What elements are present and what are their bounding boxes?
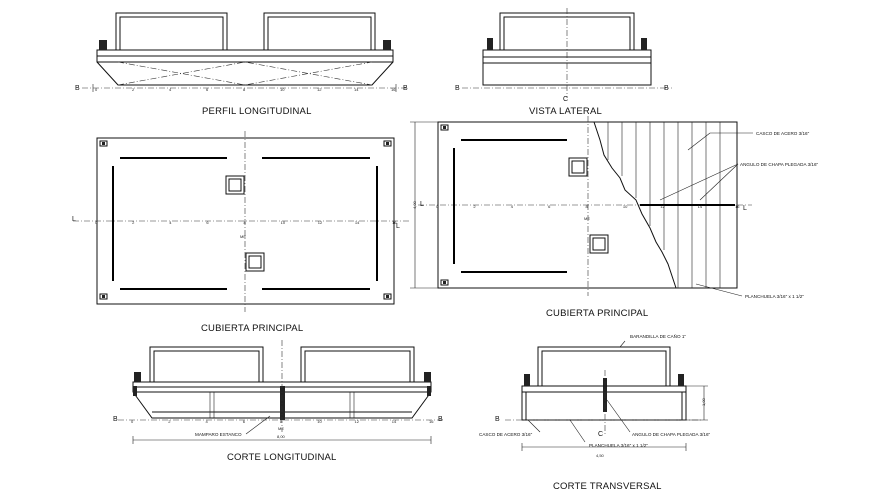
frame-number: 8 [586,204,589,209]
title-cubierta-principal-right: CUBIERTA PRINCIPAL [546,308,648,319]
axis-c-label-cub-left: L [72,216,76,223]
frame-number: 10 [623,204,628,209]
me-label-corte-long: ME [278,426,284,431]
frame-number: 0 [95,87,98,92]
frame-number: 10 [317,419,322,424]
frame-number: 0 [436,204,439,209]
axis-b-label-vista: B [455,85,460,92]
callout-angulo-chapa-bottom: ANGULO DE CHAPA PLEGADA 3/16" [632,432,711,437]
callout-casco-acero-bottom: CASCO DE ACERO 3/16" [479,432,533,437]
title-cubierta-principal-left: CUBIERTA PRINCIPAL [201,323,303,334]
axis-b-label-vista-right: B [664,85,669,92]
frame-number: 12 [317,87,322,92]
axis-b-label-perfil: B [75,85,80,92]
axis-c-label-cub-right-end: L [743,205,747,212]
axis-c-label-cub-right: L [420,201,424,208]
frame-number: 0 [131,419,134,424]
frame-number: 14 [354,87,359,92]
frame-number: 14 [355,220,360,225]
frame-number: 16 [392,220,397,225]
frame-number: 2 [168,419,171,424]
frame-number: 12 [318,220,323,225]
frame-number: 8 [243,87,246,92]
axis-b-label-corte-long: B [113,416,118,423]
frame-number: 2 [473,204,476,209]
callout-mamparo-estanco: MAMPARO ESTANCO [195,432,242,437]
callout-angulo-chapa-top: ANGULO DE CHAPA PLEGADA 3/16" [740,162,819,167]
axis-c-label-corte-trans: C [598,431,603,438]
title-perfil-longitudinal: PERFIL LONGITUDINAL [202,106,312,117]
callout-casco-acero-top: CASCO DE ACERO 3/16" [756,131,810,136]
cubierta-principal-right-view: 4,00 L L ME CASCO DE ACERO 3/16" ANGULO … [410,116,819,319]
me-label-cub-left: ME [240,234,246,239]
perfil-longitudinal-view: B B PERFIL LONGITUDINAL [75,12,408,117]
callout-planchuela-top: PLANCHUELA 3/16" x 1 1/2" [745,294,804,299]
axis-b-label-perfil-right: B [403,85,408,92]
frame-number: 12 [660,204,665,209]
frame-number: 8 [244,220,247,225]
frame-number: 6 [206,87,209,92]
cubierta-principal-left-view: L L ME CUBIERTA PRINCIPAL [72,131,410,334]
frame-number: 14 [698,204,703,209]
dimension-width-main: 4,00 [412,200,417,209]
callout-planchuela-bottom: PLANCHUELA 3/16" x 1 1/2" [589,443,648,448]
axis-b-label-corte-long-right: B [438,416,443,423]
axis-b-label-corte-trans: B [495,416,500,423]
frame-number: 6 [206,220,209,225]
me-label-cub-right: ME [584,216,590,221]
axis-c-label-cub-left-right: L [396,223,400,230]
frame-number: 2 [132,87,135,92]
frame-number: 8 [280,419,283,424]
axis-c-label-vista: C [563,96,568,103]
frame-number: 10 [280,87,285,92]
frame-number: 4 [169,220,172,225]
frame-number: 4 [206,419,209,424]
frame-number: 16 [391,87,396,92]
vista-lateral-view: B B C VISTA LATERAL [455,8,672,117]
frame-number: 0 [95,220,98,225]
dimension-height: 1,00 [701,397,706,406]
corte-longitudinal-view: 8,00 B B ME MAMPARO ESTANCO CORTE LONGIT… [113,340,445,463]
title-corte-longitudinal: CORTE LONGITUDINAL [227,452,337,463]
callout-barandilla: BARANDILLA DE CAÑO 1" [630,333,686,339]
frame-number: 12 [355,419,360,424]
frame-number-ticks: 0 2 4 6 8 10 12 14 16 0 2 4 6 8 10 12 14 16 0 2 4 6 8 10 12 14 16 0… [95,87,740,424]
title-vista-lateral: VISTA LATERAL [529,106,602,117]
frame-number: 14 [392,419,397,424]
frame-number: 2 [132,220,135,225]
dimension-width-trans: 4,50 [596,453,605,458]
frame-number: 6 [548,204,551,209]
frame-number: 6 [243,419,246,424]
dimension-length: 8,00 [277,434,286,439]
corte-transversal-view: 1,00 4,50 BARANDILLA DE CAÑO 1" CASCO DE… [479,333,711,492]
frame-number: 10 [281,220,286,225]
frame-number: 16 [429,419,434,424]
frame-number: 4 [169,87,172,92]
frame-number: 4 [511,204,514,209]
frame-number: 16 [735,204,740,209]
title-corte-transversal: CORTE TRANSVERSAL [553,481,662,492]
